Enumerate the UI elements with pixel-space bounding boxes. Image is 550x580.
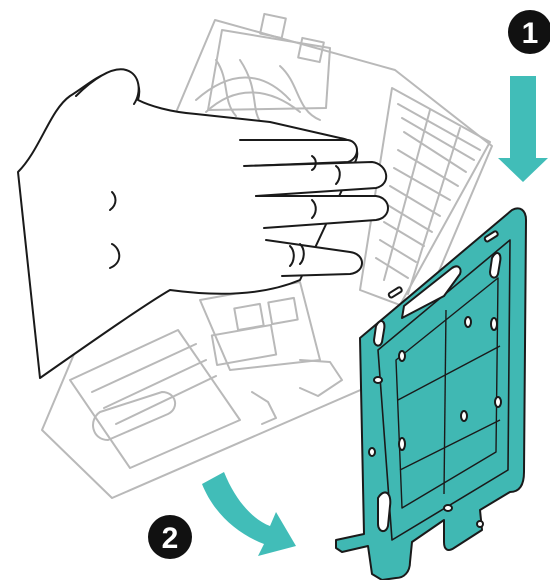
plate-hole [465, 317, 471, 327]
plate-hole [374, 377, 382, 383]
wire [216, 60, 236, 116]
step-2-number: 2 [162, 522, 179, 555]
slide-rail [104, 360, 206, 408]
plate-hole [477, 521, 483, 527]
connector-block [260, 14, 286, 38]
keyhole [374, 321, 384, 346]
plate-hole [399, 438, 405, 450]
vent-line [376, 258, 408, 278]
curved-arrow-down-right [202, 472, 296, 556]
plate-hole [369, 448, 375, 456]
step-1-number: 1 [522, 17, 539, 50]
slide-rail [92, 344, 196, 392]
plate-hole [444, 505, 452, 511]
vent-line [384, 222, 424, 246]
finger-ring [256, 196, 388, 228]
plate-slot [388, 287, 403, 299]
latch [300, 360, 342, 396]
plate-hole [399, 351, 405, 361]
latch [252, 392, 276, 424]
step-1-badge: 1 [508, 10, 550, 54]
slide-rail [116, 376, 216, 424]
plate-hole [461, 411, 467, 421]
plate-hole [491, 318, 497, 330]
vent-line [380, 240, 416, 262]
component-block [268, 298, 297, 324]
keyhole [490, 253, 500, 278]
down-arrow [498, 76, 548, 182]
keyhole [378, 492, 390, 531]
vent-line [398, 150, 458, 186]
step-2-badge: 2 [148, 515, 192, 559]
component-block [212, 325, 276, 365]
hand [18, 69, 388, 378]
vent-divider [384, 110, 430, 280]
plate-hole [495, 397, 501, 407]
